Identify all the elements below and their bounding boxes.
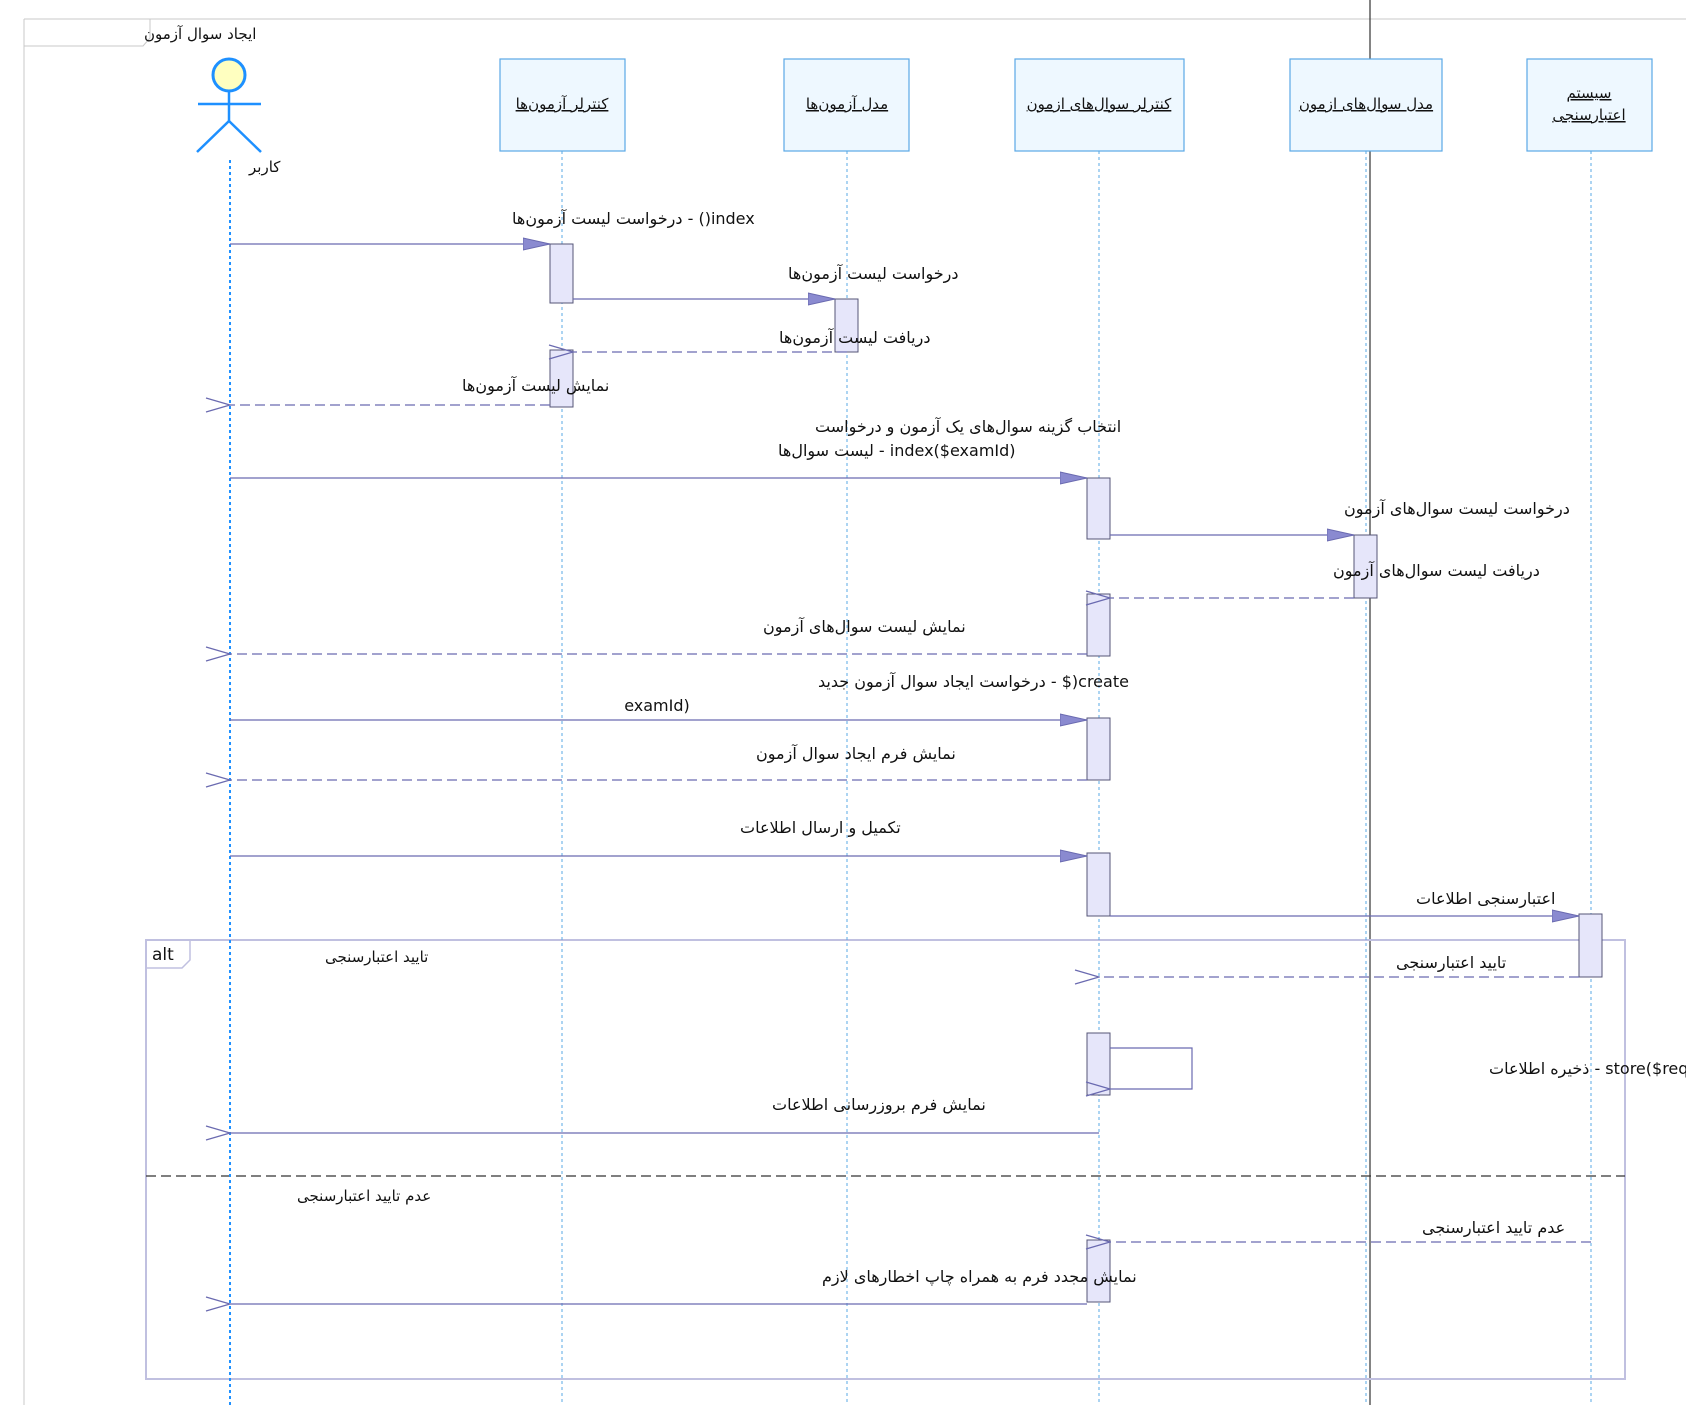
lifeline-label-ctrl-questions: کنترلر سوال‌های ازمون [1027, 95, 1173, 113]
message-label: نمایش لیست سوال‌های آزمون [763, 617, 966, 637]
activations [549, 243, 1603, 1303]
frame-title: ایجاد سوال آزمون [144, 25, 256, 43]
lifeline-head-ctrl-questions: کنترلر سوال‌های ازمون [1014, 58, 1185, 1405]
lifeline-head-model-exams: مدل آزمون‌ها [783, 58, 910, 1405]
lifeline-head-ctrl-exams: کنترلر آزمون‌ها [499, 58, 626, 1405]
activation-bar [1086, 852, 1111, 917]
message-label: درخواست لیست آزمون‌ها [788, 264, 959, 284]
activation-bar [1086, 477, 1111, 540]
message-label: store($request, $examId) - ذخیره اطلاعات [1489, 1059, 1686, 1079]
lifeline-label-validation-1: سیستم [1567, 84, 1612, 102]
diagram-frame: ایجاد سوال آزمون [23, 18, 1686, 1405]
message-label: عدم تایید اعتبارسنجی [1422, 1218, 1565, 1238]
message-label: index() - درخواست لیست آزمون‌ها [512, 209, 755, 229]
alt-guard-2: عدم تایید اعتبارسنجی [297, 1187, 431, 1205]
message-label: نمایش فرم ایجاد سوال آزمون [756, 744, 956, 764]
lifeline-label-model-exams: مدل آزمون‌ها [806, 95, 888, 113]
message-label: دریافت لیست آزمون‌ها [779, 328, 930, 348]
message-label: تکمیل و ارسال اطلاعات [740, 818, 901, 838]
lifeline-label-model-questions: مدل سوال‌های ازمون [1299, 95, 1433, 113]
activation-bar [1086, 1032, 1111, 1096]
alt-guard-1: تایید اعتبارسنجی [325, 948, 428, 966]
message-label: تایید اعتبارسنجی [1396, 953, 1506, 973]
alt-operator: alt [152, 945, 174, 965]
lifeline-head-validation: سیستم اعتبارسنجی [1526, 58, 1653, 1405]
message-label: درخواست لیست سوال‌های آزمون [1344, 499, 1570, 519]
message-label: نمایش فرم بروزرسانی اطلاعات [772, 1095, 986, 1115]
message-label: examId) [624, 696, 690, 715]
actor-head [211, 57, 247, 93]
message-label: انتخاب گزینه سوال‌های یک آزمون و درخواست [815, 417, 1121, 437]
messages: index() - درخواست لیست آزمون‌ها درخواست … [230, 209, 1686, 1304]
actor-user: کاربر [196, 57, 281, 1405]
activation-bar [549, 243, 574, 304]
message-label: index($examId) - لیست سوال‌ها [778, 441, 1016, 461]
lifeline-head-model-questions: مدل سوال‌های ازمون [1289, 58, 1443, 1405]
message-label: create($ - درخواست ایجاد سوال آزمون جدید [818, 672, 1129, 692]
activation-bar [1578, 913, 1603, 978]
message-label: دریافت لیست سوال‌های آزمون [1333, 561, 1540, 581]
lifeline-label-validation-2: اعتبارسنجی [1552, 106, 1625, 124]
message-self-arrow [1110, 1047, 1193, 1089]
actor-name: کاربر [248, 158, 281, 176]
activation-bar [1086, 593, 1111, 657]
alt-fragment: alt تایید اعتبارسنجی عدم تایید اعتبارسنج… [145, 939, 1626, 1380]
message-label: نمایش مجدد فرم به همراه چاپ اخطارهای لاز… [822, 1267, 1137, 1287]
message-label: اعتبارسنجی اطلاعات [1416, 889, 1555, 909]
activation-bar [1086, 717, 1111, 781]
activation-bar [1353, 534, 1378, 599]
message-label: نمایش لیست آزمون‌ها [462, 376, 609, 396]
lifeline-label-ctrl-exams: کنترلر آزمون‌ها [516, 95, 610, 113]
